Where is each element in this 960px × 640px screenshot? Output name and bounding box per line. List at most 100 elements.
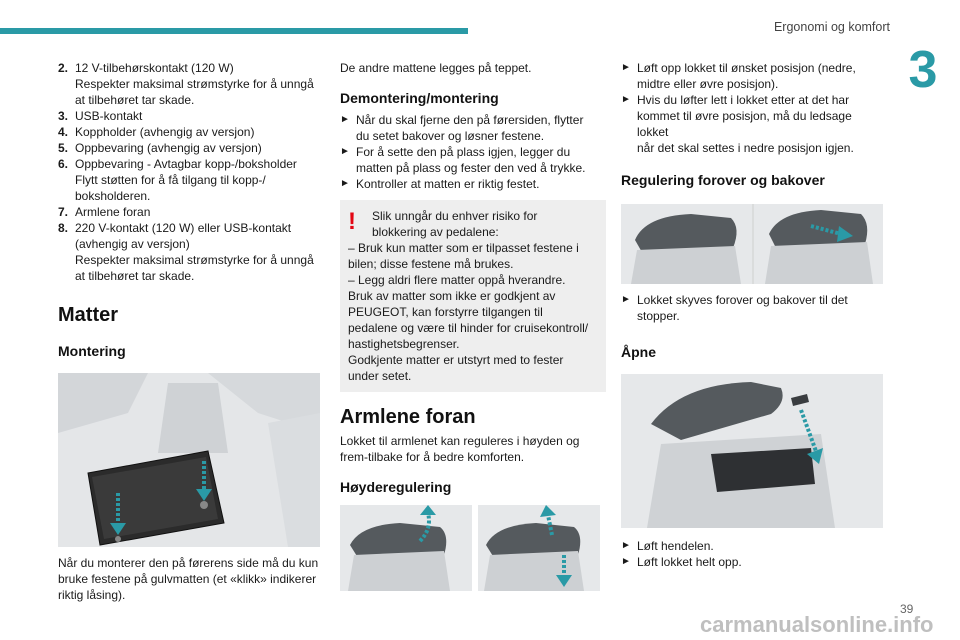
step-text: For å sette den på plass igjen, legger d… <box>356 144 606 176</box>
list-item-line: Armlene foran <box>75 205 151 219</box>
step-item: ► Kontroller at matten er riktig festet. <box>340 176 606 192</box>
step-line: Løft opp lokket til ønsket posisjon (ned… <box>637 61 856 75</box>
armlene-text: Lokket til armlenet kan reguleres i høyd… <box>340 433 606 465</box>
step-text: Løft opp lokket til ønsket posisjon (ned… <box>637 60 886 92</box>
warning-line: – Bruk kun matter som er tilpasset feste… <box>348 241 579 255</box>
subtitle-hoyde: Høyderegulering <box>340 479 452 495</box>
text-line: Lokket til armlenet kan reguleres i høyd… <box>340 434 580 448</box>
step-line: matten på plass og fester den ved å tryk… <box>356 161 586 175</box>
step-arrow-icon: ► <box>621 62 631 73</box>
step-arrow-icon: ► <box>340 178 350 189</box>
step-item: ► Løft hendelen. <box>621 538 886 554</box>
list-item-text: Armlene foran <box>75 204 326 220</box>
list-item: 3. USB-kontakt <box>58 108 326 124</box>
down-arrow-icon <box>110 493 126 535</box>
text-line: Når du monterer den på førerens side må … <box>58 556 319 570</box>
subtitle-apne: Åpne <box>621 344 656 360</box>
warning-line: Bruk av matter som ikke er godkjent av <box>348 289 556 303</box>
list-item-number: 5. <box>58 141 69 155</box>
list-item-line: Flytt støtten for å få tilgang til kopp-… <box>75 173 266 187</box>
warning-line: bilen; disse festene må brukes. <box>348 257 514 271</box>
list-item: 7.Armlene foran <box>58 204 326 220</box>
list-item-line: Respekter maksimal strømstyrke for å unn… <box>75 77 314 91</box>
warning-icon: ! <box>348 208 356 235</box>
column-3: ► Løft opp lokket til ønsket posisjon (ne… <box>621 60 886 570</box>
list-item: 5.Oppbevaring (avhengig av versjon) <box>58 140 326 156</box>
down-arrow-icon <box>196 461 212 501</box>
component-list: 2. 12 V-tilbehørskontakt (120 W)Respekter… <box>58 60 326 284</box>
list-item-text: 12 V-tilbehørskontakt (120 W)Respekter m… <box>75 60 326 108</box>
watermark-text: carmanualsonline.info <box>700 612 934 637</box>
armrest-illustration-updown <box>478 505 600 591</box>
section-title-matter: Matter <box>58 304 119 326</box>
step-arrow-icon: ► <box>621 540 631 551</box>
subtitle-demontering: Demontering/montering <box>340 90 499 106</box>
up-arrow-icon <box>540 505 556 536</box>
list-item: 6. Oppbevaring - Avtagbar kopp-/boksholde… <box>58 156 326 204</box>
list-item-number: 6. <box>58 157 69 171</box>
list-item-line: at tilbehøret tar skade. <box>75 269 195 283</box>
step-text: Lokket skyves forover og bakover til det… <box>637 292 886 324</box>
step-text: Når du skal fjerne den på førersiden, fl… <box>356 112 606 144</box>
warning-line: – Legg aldri flere matter oppå hverandre… <box>348 273 566 287</box>
step-item: ► Lokket skyves forover og bakover til de… <box>621 292 886 324</box>
apne-steps: ► Løft hendelen. ► Løft lokket helt opp. <box>621 538 886 570</box>
step-line: når det skal settes i nedre posisjon igj… <box>637 141 854 155</box>
down-arrow-icon <box>556 555 572 587</box>
list-item-text: USB-kontakt <box>75 108 326 124</box>
chapter-number: 3 <box>908 41 938 99</box>
curved-arrow-icon <box>418 505 436 543</box>
step-arrow-icon: ► <box>621 294 631 305</box>
header-section-title: Ergonomi og komfort <box>773 20 890 34</box>
right-arrow-icon <box>810 224 853 242</box>
list-item: 4.Koppholder (avhengig av versjon) <box>58 124 326 140</box>
step-line: Løft hendelen. <box>637 539 714 553</box>
warning-line: Godkjente matter er utstyrt med to feste… <box>348 353 564 367</box>
list-item-line: boksholderen. <box>75 189 151 203</box>
step-item: ► For å sette den på plass igjen, legger … <box>340 144 606 176</box>
armrest-slide-illustration <box>621 204 883 284</box>
column-2: De andre mattene legges på teppet. Demon… <box>340 60 606 591</box>
step-line: du setet bakover og løsner festene. <box>356 129 545 143</box>
page-number: 39 <box>900 602 914 616</box>
floor-mat-illustration <box>58 373 320 547</box>
warning-body: – Bruk kun matter som er tilpasset feste… <box>348 240 598 384</box>
regulering-step: ► Lokket skyves forover og bakover til de… <box>621 292 886 324</box>
list-item-text: 220 V-kontakt (120 W) eller USB-kontakt(… <box>75 220 326 284</box>
step-arrow-icon: ► <box>340 146 350 157</box>
list-item-line: (avhengig av versjon) <box>75 237 190 251</box>
step-line: Hvis du løfter lett i lokket etter at de… <box>637 93 850 107</box>
step-arrow-icon: ► <box>621 556 631 567</box>
warning-line: PEUGEOT, kan forstyrre tilgangen til <box>348 305 543 319</box>
list-item-number: 2. <box>58 61 69 75</box>
warning-line: blokkering av pedalene: <box>372 225 499 239</box>
list-item-number: 3. <box>58 109 69 123</box>
step-item: ► Løft opp lokket til ønsket posisjon (ne… <box>621 60 886 92</box>
montering-text: Når du monterer den på førerens side må … <box>58 555 326 603</box>
step-item: ► Hvis du løfter lett i lokket etter at d… <box>621 92 886 156</box>
step-line: For å sette den på plass igjen, legger d… <box>356 145 571 159</box>
list-item: 2. 12 V-tilbehørskontakt (120 W)Respekter… <box>58 60 326 108</box>
demontering-steps: ► Når du skal fjerne den på førersiden, f… <box>340 112 606 192</box>
step-line: kommet til øvre posisjon, må du ledsage … <box>637 109 852 139</box>
step-arrow-icon: ► <box>621 94 631 105</box>
section-title-armlene: Armlene foran <box>340 406 476 428</box>
step-line: Lokket skyves forover og bakover til det <box>637 293 848 307</box>
text-line: riktig låsing). <box>58 588 126 602</box>
step-text: Løft lokket helt opp. <box>637 554 886 570</box>
armrest-illustration-up <box>340 505 472 591</box>
column-1: 2. 12 V-tilbehørskontakt (120 W)Respekter… <box>58 60 326 603</box>
list-item-line: Oppbevaring - Avtagbar kopp-/boksholder <box>75 157 297 171</box>
text-line: bruke festene på gulvmatten (et «klikk» … <box>58 572 317 586</box>
list-item-text: Koppholder (avhengig av versjon) <box>75 124 326 140</box>
step-line: midtre eller øvre posisjon). <box>637 77 779 91</box>
step-line: Løft lokket helt opp. <box>637 555 742 569</box>
subtitle-regulering: Regulering forover og bakover <box>621 172 825 188</box>
text-line: frem-tilbake for å bedre komforten. <box>340 450 525 464</box>
step-line: Kontroller at matten er riktig festet. <box>356 177 540 191</box>
step-item: ►Når du skal fjerne den på førersiden, f… <box>340 112 606 144</box>
list-item-line: Respekter maksimal strømstyrke for å unn… <box>75 253 314 267</box>
